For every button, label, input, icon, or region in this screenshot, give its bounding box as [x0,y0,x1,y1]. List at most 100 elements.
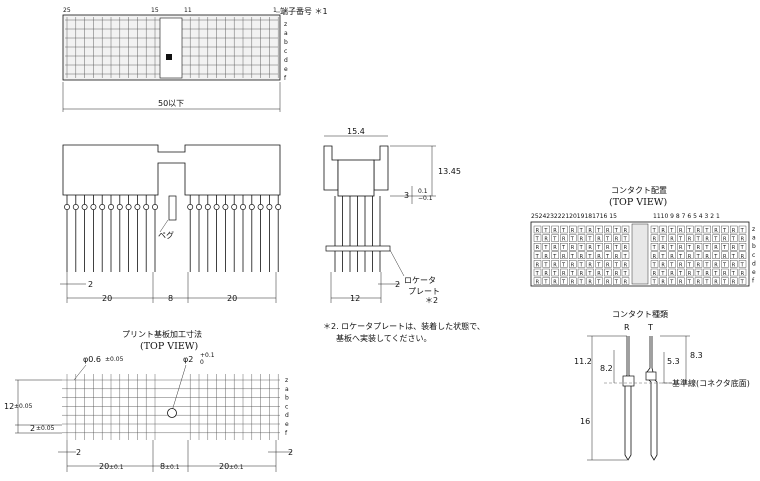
side-pin-head [125,204,132,210]
contact-cell-type: T [722,245,727,251]
contact-cell-type: T [652,280,657,286]
contact-cell-type: T [731,271,736,277]
contact-cell [586,234,594,242]
row-label-a: a [284,30,288,37]
contact-cell-type: T [605,237,610,243]
contact-cell [677,225,685,234]
contact-cell-type: R [580,254,584,260]
contact-cell-type: R [562,271,566,277]
contact-cell [560,251,568,260]
contact-cell-type: R [580,237,584,243]
contact-cell-type: R [544,254,548,260]
contact-cell-type: R [679,262,683,268]
pcb-dim-20a-tol: ±0.1 [109,464,124,471]
contact-cell-type: R [553,262,557,268]
contact-cell [621,260,630,268]
contacts-subtitle: (TOP VIEW) [609,197,667,208]
contact-r-label: R [624,323,630,332]
contact-cell [703,260,711,268]
row-label-z: z [285,377,288,384]
side-pin-head [152,204,158,210]
contact-cell-type: T [579,228,584,234]
contact-cell-type: T [596,262,601,268]
contact-cell [677,242,685,251]
contact-cell-type: R [588,228,592,234]
contact-cell [533,277,542,285]
end-view-pins [334,196,381,272]
pcb-dim-right-2: 2 [288,448,293,457]
contact-cell [659,234,667,242]
contact-cell-type: T [596,280,601,286]
contact-cell-type: T [543,228,548,234]
contact-cell-type: T [722,280,727,286]
contact-cell-type: R [562,237,566,243]
pcb-hole-small-tol: ±0.05 [105,356,124,363]
contact-cell [738,251,747,260]
contact-cell [586,268,594,277]
contact-cell [738,234,747,242]
contact-cell [650,242,659,251]
contact-cell [712,225,720,234]
pcb-dim-left-2: 2 [76,448,81,457]
contact-cell [542,260,550,268]
contact-cell [586,277,594,285]
contact-cell [650,251,659,260]
ct-dim-8-2: 8.2 [600,364,613,373]
contact-cell [577,260,586,268]
contact-cell-type: R [714,228,718,234]
contact-cell-type: R [624,245,628,251]
contact-cell [613,260,621,268]
contact-cell [621,225,630,234]
row-label-a: a [285,386,289,393]
contact-cell-type: R [624,262,628,268]
row-label-f: f [752,278,755,285]
contact-cell-type: T [713,271,718,277]
contact-cell [621,242,630,251]
contact-cell [650,234,659,242]
contact-cell-type: T [713,237,718,243]
contact-cell [677,234,685,242]
contact-cell-type: R [606,280,610,286]
contact-cell-type: R [615,254,619,260]
contact-cell-type: T [579,245,584,251]
contact-cell-type: T [570,254,575,260]
side-pin-head [81,204,88,210]
contact-cell [551,277,559,285]
contact-cell [569,251,577,260]
contact-cell [595,260,603,268]
contact-cell [542,251,550,260]
contact-cell [650,225,659,234]
contact-cell-type: R [661,262,665,268]
contact-cell-type: T [570,237,575,243]
contact-cell [551,242,559,251]
contact-cell-type: T [704,280,709,286]
pcb-hole-small: φ0.6 [83,355,101,364]
contact-cell [560,234,568,242]
contact-cell-type: T [696,254,701,260]
contact-cell-type: R [732,280,736,286]
locator-label-2: プレート [408,287,440,296]
contact-cell [650,268,659,277]
end-view-right-latch [373,145,389,191]
contact-cell-type: R [688,237,692,243]
side-pin-head [222,204,229,210]
pcb-dim-12: 12 [4,402,14,411]
connector-side-view: ペグ 2 20 8 20 [60,144,282,303]
contact-cell-type: T [731,254,736,260]
contact-cell [604,260,612,268]
contact-cell [577,251,586,260]
contact-cell-type: T [740,280,745,286]
pin-label-11: 11 [184,7,192,14]
contact-cell [659,225,667,234]
contact-cell [595,268,603,277]
contact-cell-type: T [696,237,701,243]
contact-cell [533,260,542,268]
contact-cell-type: T [561,228,566,234]
pcb-dim-20a: 20 [99,462,109,471]
contact-cell [569,268,577,277]
side-dim-2: 2 [88,280,93,289]
row-label-e: e [752,269,756,276]
contact-cell [604,225,612,234]
contact-cell-type: T [623,254,628,260]
